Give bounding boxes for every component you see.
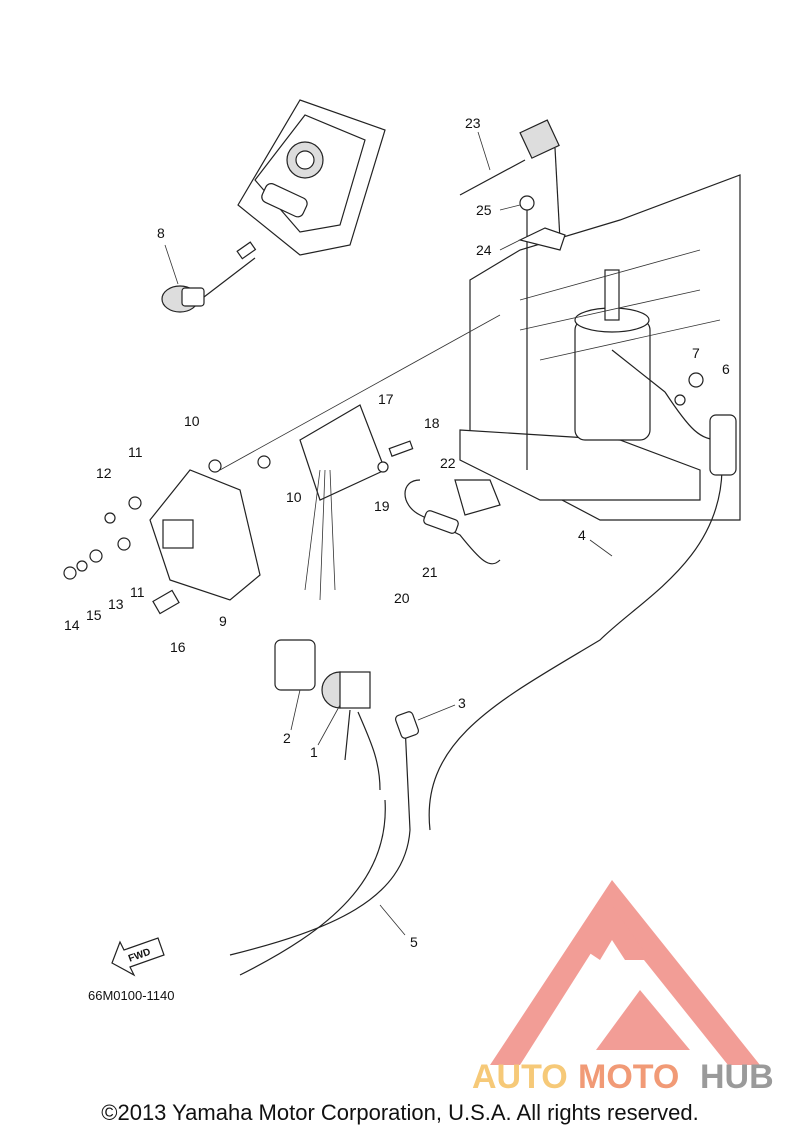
callout-21: 21 — [422, 564, 438, 580]
callout-18: 18 — [424, 415, 440, 431]
cover-plate — [237, 99, 386, 256]
callout-labels: 1 2 3 4 5 6 7 8 9 10 10 11 11 12 13 14 1… — [64, 115, 730, 950]
callout-12: 12 — [96, 465, 112, 481]
callout-15: 15 — [86, 607, 102, 623]
callout-23: 23 — [465, 115, 481, 131]
callout-2: 2 — [283, 730, 291, 746]
svg-text:AUTO: AUTO — [472, 1058, 568, 1096]
callout-19: 19 — [374, 498, 390, 514]
callout-9: 9 — [219, 613, 227, 629]
relay-part-2 — [274, 639, 316, 691]
fwd-arrow: FWD — [111, 937, 165, 977]
terminal-cover-6 — [709, 414, 737, 476]
svg-text:HUB: HUB — [700, 1058, 774, 1096]
plug-part-8 — [161, 241, 257, 313]
callout-8: 8 — [157, 225, 165, 241]
callout-25: 25 — [476, 202, 492, 218]
svg-text:MOTO: MOTO — [578, 1058, 679, 1096]
bracket-part-9 — [149, 469, 261, 601]
callout-7: 7 — [692, 345, 700, 361]
callout-20: 20 — [394, 590, 410, 606]
callout-11a: 11 — [128, 444, 143, 460]
callout-10a: 10 — [184, 413, 200, 429]
callout-13: 13 — [108, 596, 124, 612]
sensor-part-23 — [459, 119, 561, 241]
callout-1: 1 — [310, 744, 318, 760]
rectifier-part-17 — [299, 404, 386, 601]
callout-17: 17 — [378, 391, 394, 407]
callout-6: 6 — [722, 361, 730, 377]
leader-lines — [164, 131, 613, 936]
clamp-part-24 — [518, 227, 566, 251]
callout-16: 16 — [170, 639, 186, 655]
callout-24: 24 — [476, 242, 492, 258]
watermark-text: AUTO MOTO HUB — [472, 1058, 774, 1096]
callout-5: 5 — [410, 934, 418, 950]
engine-block — [459, 174, 741, 521]
callout-14: 14 — [64, 617, 80, 633]
bolt-part-25 — [519, 195, 535, 470]
callout-10b: 10 — [286, 489, 302, 505]
callout-11b: 11 — [130, 584, 145, 600]
copyright-notice: ©2013 Yamaha Motor Corporation, U.S.A. A… — [101, 1100, 699, 1125]
callout-3: 3 — [458, 695, 466, 711]
automotohub-logo — [490, 880, 760, 1065]
callout-4: 4 — [578, 527, 586, 543]
starter-relay-part-1 — [321, 671, 371, 709]
part-code: 66M0100-1140 — [88, 988, 175, 1003]
callout-22: 22 — [440, 455, 456, 471]
